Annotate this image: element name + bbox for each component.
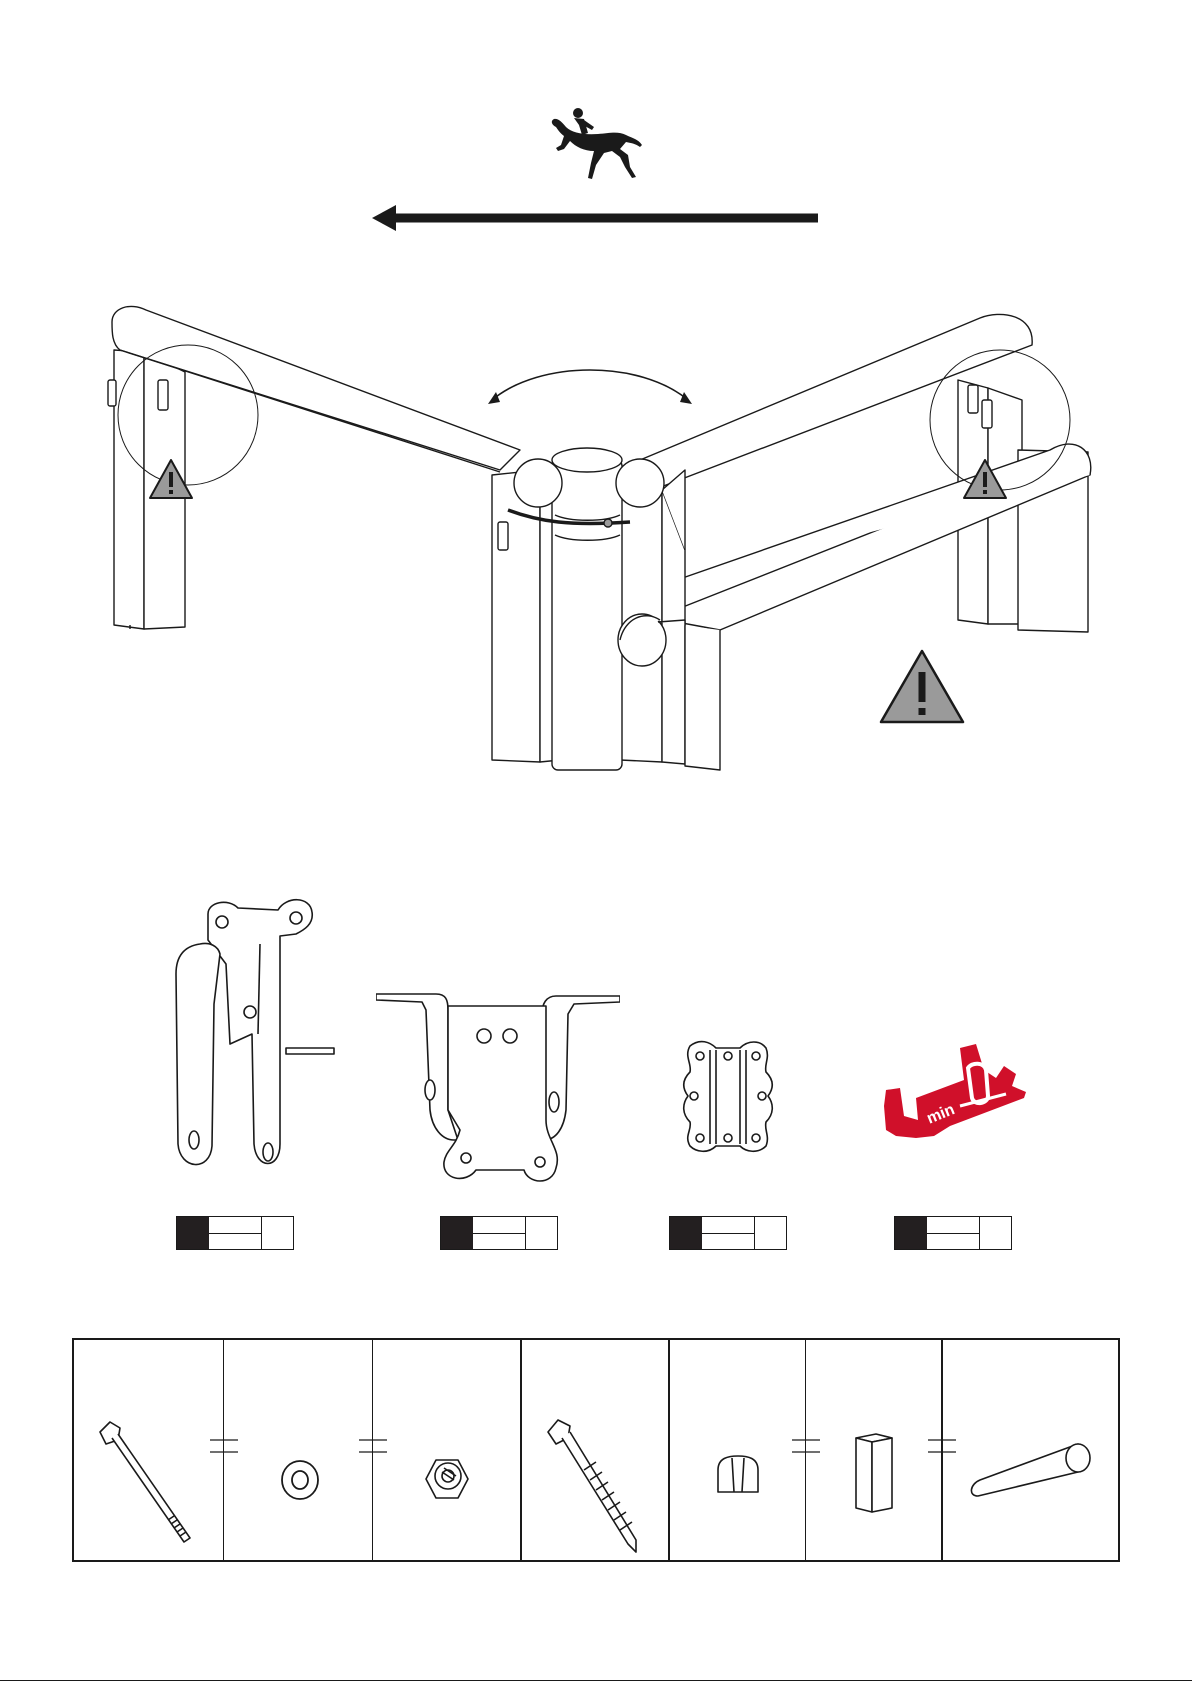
round-plug-icon xyxy=(966,1440,1096,1500)
warning-triangle-icon xyxy=(148,458,194,500)
warning-triangle-icon xyxy=(878,648,966,726)
bracket-large-icon xyxy=(168,894,344,1190)
plate-small-icon xyxy=(680,1038,776,1156)
part-code-box xyxy=(669,1216,787,1250)
min-label-icon: min xyxy=(876,1040,1026,1144)
part-code-box xyxy=(440,1216,558,1250)
hardware-table xyxy=(72,1338,1120,1562)
lag-screw-icon xyxy=(544,1418,644,1554)
bracket-angle-icon xyxy=(376,990,620,1190)
nut-icon xyxy=(422,1454,472,1504)
part-code-box xyxy=(894,1216,1012,1250)
cap-icon xyxy=(716,1454,760,1494)
horse-rider-icon xyxy=(548,105,644,179)
bolt-icon xyxy=(96,1420,196,1550)
warning-triangle-icon xyxy=(962,458,1008,500)
page-bottom-rule xyxy=(0,1680,1192,1681)
washer-icon xyxy=(278,1458,322,1502)
part-code-box xyxy=(176,1216,294,1250)
arrow-left-icon xyxy=(372,204,818,232)
square-plug-icon xyxy=(852,1430,896,1514)
